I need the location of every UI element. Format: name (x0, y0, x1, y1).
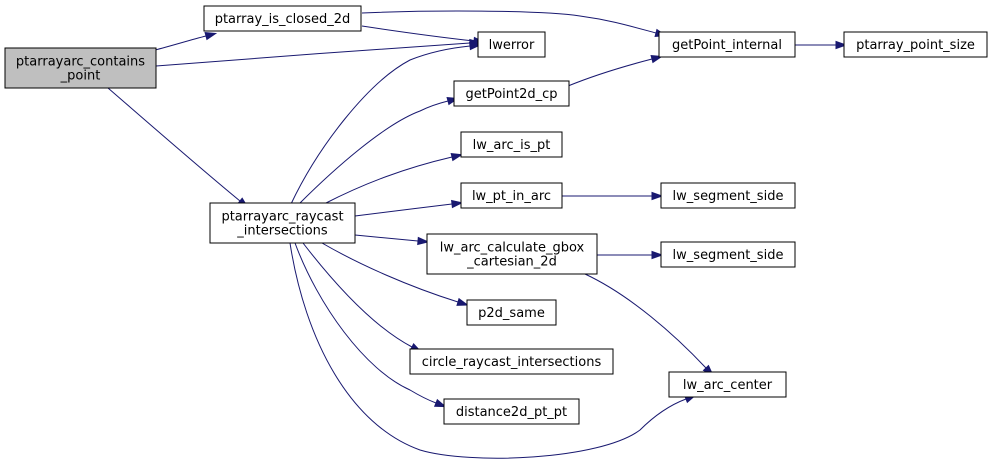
node-label: circle_raycast_intersections (422, 355, 602, 370)
node-ptInArc[interactable]: lw_pt_in_arc (460, 182, 563, 209)
node-label: lw_arc_calculate_gbox (440, 241, 585, 256)
arrowhead (417, 236, 430, 246)
node-segSide1[interactable]: lw_segment_side (660, 182, 796, 209)
node-box (477, 31, 546, 58)
arrowhead (204, 32, 218, 41)
node-lwerror[interactable]: lwerror (477, 31, 546, 58)
node-label: lwerror (489, 38, 535, 53)
edge-line (289, 242, 687, 459)
node-label: lw_segment_side (673, 189, 784, 204)
node-getPoint2d[interactable]: getPoint2d_cp (453, 80, 570, 107)
node-box (203, 5, 362, 32)
edge-gbox-to-segSide2 (597, 250, 664, 260)
node-box (4, 47, 157, 89)
arrowhead (433, 398, 447, 408)
edge-line (567, 58, 653, 87)
edge-line (290, 45, 471, 205)
arrowhead (456, 297, 469, 306)
edge-closed2d-to-lwerror (361, 25, 486, 46)
node-circle[interactable]: circle_raycast_intersections (409, 348, 614, 375)
node-pointSize[interactable]: ptarray_point_size (843, 31, 988, 58)
arrowhead (651, 250, 664, 260)
edge-line (354, 203, 453, 217)
node-box (409, 348, 614, 375)
node-label: lw_pt_in_arc (472, 189, 551, 204)
node-label: lw_arc_center (683, 378, 773, 393)
node-label: lw_segment_side (673, 248, 784, 263)
node-distance[interactable]: distance2d_pt_pt (443, 398, 580, 425)
node-p2dSame[interactable]: p2d_same (466, 299, 557, 326)
edge-line (321, 242, 459, 303)
node-label: getPoint_internal (672, 38, 782, 53)
node-label: ptarray_is_closed_2d (215, 12, 351, 27)
edge-line (302, 242, 413, 348)
edge-line (107, 87, 241, 202)
node-box (426, 233, 598, 275)
edge-line (294, 242, 437, 404)
edge-line (354, 234, 419, 242)
edge-line (155, 42, 471, 67)
node-box (443, 398, 580, 425)
node-box (466, 299, 557, 326)
edge-line (323, 156, 453, 205)
node-box (453, 80, 570, 107)
node-label: p2d_same (478, 306, 545, 321)
arrowhead (451, 199, 464, 209)
node-gbox[interactable]: lw_arc_calculate_gbox_cartesian_2d (426, 233, 598, 275)
edge-line (361, 10, 657, 34)
edge-getPoint2d-to-getPointInternal (567, 55, 664, 87)
arrowhead (469, 41, 482, 51)
edge-line (154, 35, 207, 51)
edge-raycast-to-gbox (354, 234, 430, 246)
arrowhead (835, 40, 848, 50)
edge-raycast-to-ptInArc (354, 199, 464, 217)
node-box (460, 182, 563, 209)
edge-ptInArc-to-segSide1 (562, 191, 664, 201)
edge-getPointInternal-to-pointSize (795, 40, 848, 50)
node-closed2d[interactable]: ptarray_is_closed_2d (203, 5, 362, 32)
node-label: _point (60, 69, 101, 84)
node-box (460, 131, 563, 158)
edge-root-to-raycast (107, 87, 249, 209)
node-label: distance2d_pt_pt (456, 405, 567, 420)
edge-line (584, 273, 707, 369)
edge-raycast-to-distance (294, 242, 447, 408)
node-root[interactable]: ptarrayarc_contains_point (4, 47, 157, 89)
node-label: lw_arc_is_pt (473, 138, 551, 153)
node-box (658, 31, 796, 58)
edge-line (298, 100, 449, 205)
edge-root-to-closed2d (154, 32, 218, 51)
node-box (668, 371, 787, 398)
nodes-layer: ptarrayarc_contains_point ptarray_is_clos… (4, 5, 988, 425)
node-label: ptarrayarc_raycast (221, 210, 343, 225)
arrowhead (450, 153, 464, 162)
node-label: ptarray_point_size (856, 38, 975, 53)
node-getPointInternal[interactable]: getPoint_internal (658, 31, 796, 58)
node-segSide2[interactable]: lw_segment_side (660, 241, 796, 268)
edge-raycast-to-p2dSame (321, 242, 469, 306)
node-box (209, 202, 356, 244)
edge-raycast-to-lwerror (290, 41, 482, 205)
node-box (660, 182, 796, 209)
arrowhead (651, 191, 664, 201)
node-raycast[interactable]: ptarrayarc_raycast_intersections (209, 202, 356, 244)
edge-raycast-to-getPoint2d (298, 97, 460, 205)
edge-raycast-to-arcIsPt (323, 153, 464, 205)
node-label: ptarrayarc_contains (16, 55, 145, 70)
node-arcCenter[interactable]: lw_arc_center (668, 371, 787, 398)
edge-line (361, 25, 475, 42)
node-arcIsPt[interactable]: lw_arc_is_pt (460, 131, 563, 158)
node-box (660, 241, 796, 268)
node-label: getPoint2d_cp (465, 87, 557, 102)
node-box (843, 31, 988, 58)
node-label: _cartesian_2d (466, 255, 557, 270)
node-label: _intersections (236, 224, 328, 239)
